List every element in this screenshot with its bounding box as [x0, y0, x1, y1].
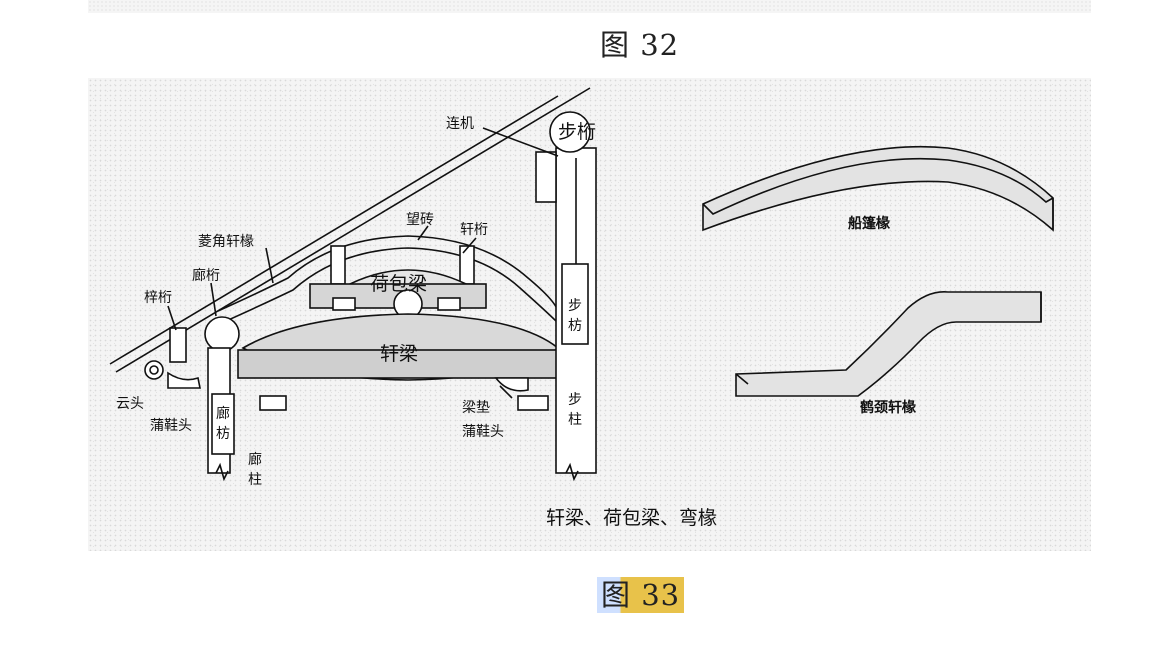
bufang-box — [561, 263, 589, 345]
diagram-subtitle: 轩梁、荷包梁、弯椽 — [546, 507, 717, 529]
leader-line — [417, 225, 429, 241]
hejing-edge — [735, 373, 749, 385]
leader-line — [210, 282, 217, 317]
left-lower-bracket — [259, 395, 287, 411]
break-mark — [215, 462, 229, 482]
ziheng-post — [169, 327, 187, 363]
label-bufang-1: 步 — [568, 298, 582, 314]
leader-line — [482, 127, 559, 157]
label-yuntou: 云头 — [116, 396, 144, 412]
label-xuanliang: 轩梁 — [380, 343, 418, 365]
label-chuanpeng: 船篷椽 — [848, 215, 891, 232]
label-langfang-2: 枋 — [216, 426, 230, 442]
bracket — [332, 297, 356, 311]
label-lianji: 连机 — [446, 116, 474, 132]
label-langfang-1: 廊 — [216, 405, 230, 422]
langfang-box — [211, 393, 235, 455]
chuanpeng-rafter-edge — [702, 157, 1054, 215]
short-post — [330, 245, 346, 285]
liangdian-shape — [494, 377, 529, 392]
lianji-box — [535, 151, 557, 203]
label-langheng: 廊桁 — [192, 267, 220, 284]
structural-diagram: 连机 步桁 望砖 轩桁 菱角轩椽 廊桁 梓桁 荷包梁 轩梁 步 枋 云头 蒲鞋头… — [88, 78, 1091, 551]
label-langzhu-1: 廊 — [248, 451, 262, 468]
short-post — [459, 245, 475, 285]
langheng-circle — [204, 316, 240, 352]
label-ziheng: 梓桁 — [144, 290, 172, 306]
lingjiao-rafter-curve — [217, 235, 559, 314]
label-bufang-2: 枋 — [568, 318, 582, 334]
yuntou-scroll — [149, 365, 159, 375]
label-puxietou-left: 蒲鞋头 — [150, 418, 192, 434]
label-lingjiao: 菱角轩椽 — [198, 234, 254, 250]
roof-rafter-line — [109, 95, 559, 365]
lingjiao-rafter-curve — [225, 247, 559, 324]
label-wangzhuan: 望砖 — [406, 212, 434, 228]
label-buzhu-2: 柱 — [568, 412, 582, 428]
top-texture-strip — [88, 0, 1091, 13]
leader-line — [167, 305, 177, 331]
puxietou-right-shape — [517, 395, 549, 411]
roof-rafter-line — [115, 87, 591, 373]
leader-line — [499, 385, 513, 399]
label-buzhu-1: 步 — [568, 392, 582, 408]
label-liangdian: 梁垫 — [462, 400, 490, 416]
buheng-circle — [549, 111, 591, 153]
diagram-svg: 连机 步桁 望砖 轩桁 菱角轩椽 廊桁 梓桁 荷包梁 轩梁 步 枋 云头 蒲鞋头… — [109, 87, 1054, 529]
label-hebaoliang: 荷包梁 — [370, 273, 427, 295]
label-puxietou-right: 蒲鞋头 — [462, 424, 504, 440]
leader-line — [462, 237, 477, 254]
label-buheng: 步桁 — [558, 121, 596, 143]
figure-33-caption: 图 33 — [597, 577, 685, 613]
figure-32-caption: 图 32 — [600, 28, 680, 62]
leader-line — [265, 247, 274, 284]
puxietou-left-shape — [167, 371, 201, 389]
label-xuanheng: 轩桁 — [460, 222, 488, 238]
label-langzhu-2: 柱 — [248, 472, 262, 488]
hejing-rafter — [735, 291, 1042, 397]
label-hejing: 鹤颈轩椽 — [860, 399, 917, 416]
bracket — [437, 297, 461, 311]
break-mark — [565, 462, 579, 482]
